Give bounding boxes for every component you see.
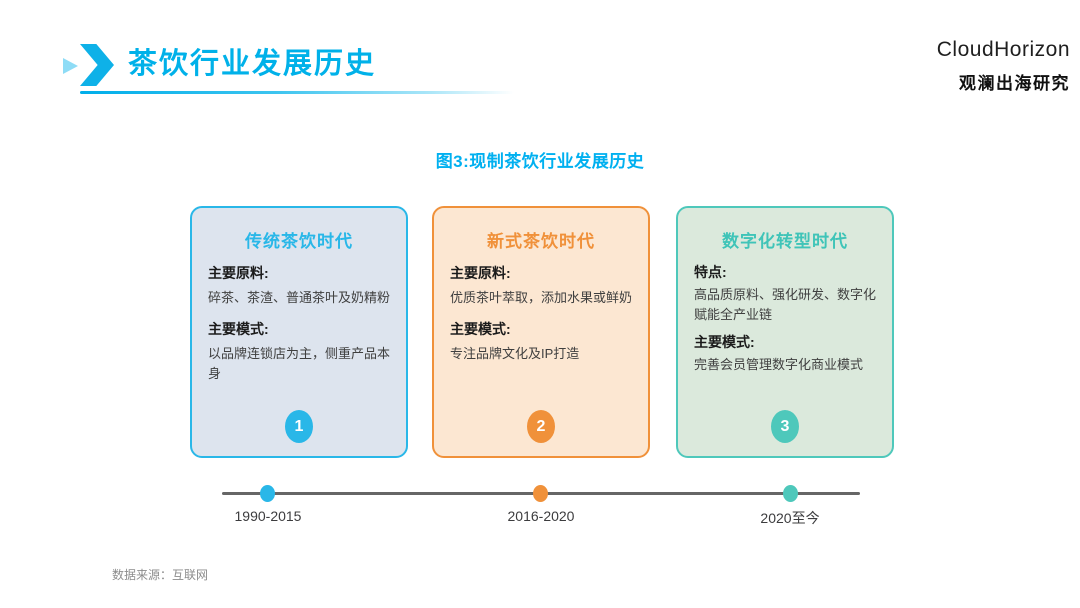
brand-name: CloudHorizon [936,38,1070,61]
timeline-dot-3 [783,485,798,502]
section-text: 优质茶叶萃取，添加水果或鲜奶 [450,290,633,305]
era-card-traditional: 传统茶饮时代 主要原料: 碎茶、茶渣、普通茶叶及奶精粉 主要模式: 以品牌连锁店… [190,206,408,458]
era-card-new-style: 新式茶饮时代 主要原料: 优质茶叶萃取，添加水果或鲜奶 主要模式: 专注品牌文化… [432,206,650,458]
section-label: 主要模式: [208,321,269,338]
section-text: 完善会员管理数字化商业模式 [694,357,864,373]
section-text: 高品质原料、强化研发、数字化赋能全产业链 [694,287,877,323]
figure-title: 图3:现制茶饮行业发展历史 [435,152,645,171]
era-number-badge: 3 [771,410,799,443]
timeline-period-label: 1990-2015 [234,508,302,524]
era-number-badge: 1 [285,410,313,443]
timeline-dot-2 [533,485,548,502]
chevron-small-icon [63,58,78,74]
brand-logo: CloudHorizon 观澜出海研究 [850,38,1070,94]
era-number-badge: 2 [527,410,555,443]
title-underline [80,91,514,94]
section-text: 以品牌连锁店为主，侧重产品本身 [208,346,391,382]
brand-subtitle: 观澜出海研究 [959,74,1070,93]
timeline-period-label: 2016-2020 [507,508,575,524]
chevron-right-icon [80,44,114,86]
section-label: 主要原料: [208,265,269,281]
era-card-title: 新式茶饮时代 [487,232,595,251]
page-title: 茶饮行业发展历史 [128,48,377,80]
timeline-period-label: 2020至今 [760,510,820,526]
era-card-title: 数字化转型时代 [722,232,848,251]
data-source-note: 数据来源：互联网 [112,568,209,582]
era-card-title: 传统茶饮时代 [245,232,353,251]
era-card-digital: 数字化转型时代 特点: 高品质原料、强化研发、数字化赋能全产业链 主要模式: 完… [676,206,894,458]
section-label: 特点: [694,264,727,280]
section-label: 主要模式: [694,334,755,351]
section-label: 主要模式: [450,321,511,338]
section-label: 主要原料: [450,265,511,281]
section-text: 专注品牌文化及IP打造 [450,346,580,362]
section-text: 碎茶、茶渣、普通茶叶及奶精粉 [208,290,391,305]
timeline-dot-1 [260,485,275,502]
